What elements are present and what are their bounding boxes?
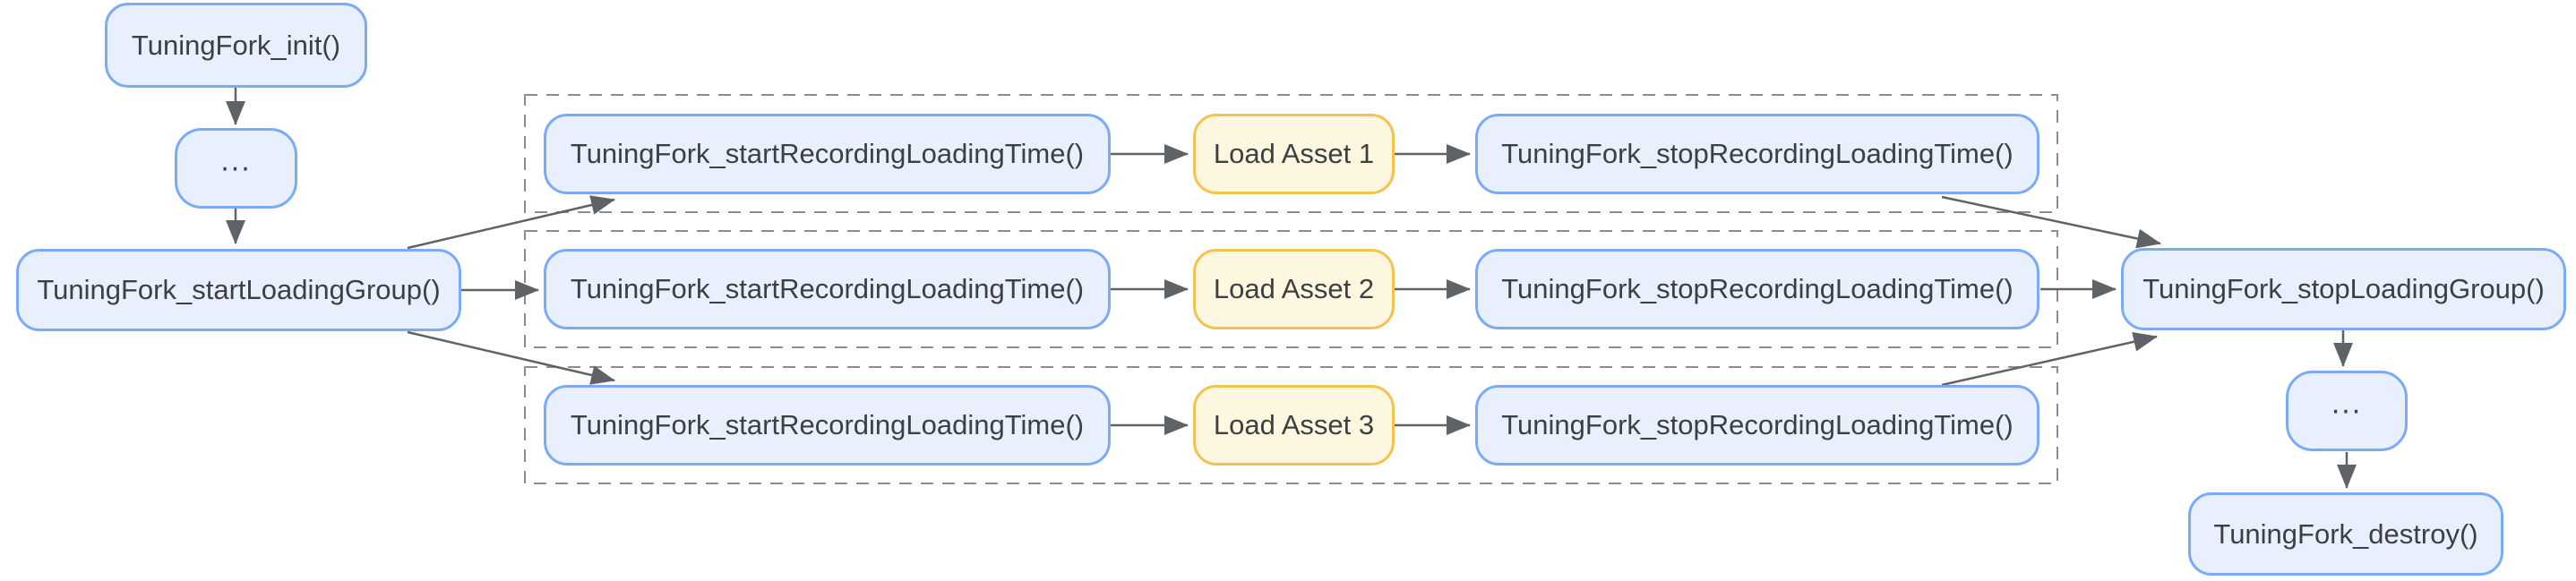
node-load-asset-2: Load Asset 2 [1193,249,1395,329]
arrow-row3-to-stop-group [1941,331,2158,387]
node-stop-loading-group-label: TuningFork_stopLoadingGroup() [2142,273,2545,304]
node-stop-recording-1-label: TuningFork_stopRecordingLoadingTime() [1501,138,2014,169]
node-start-recording-2: TuningFork_startRecordingLoadingTime() [544,249,1111,329]
arrow-start-group-to-row3 [407,330,615,385]
node-load-asset-1: Load Asset 1 [1193,114,1395,194]
node-tuningfork-destroy-label: TuningFork_destroy() [2213,517,2478,550]
arrow-start-group-to-row1 [407,195,615,250]
node-stop-recording-2: TuningFork_stopRecordingLoadingTime() [1475,249,2039,329]
node-stop-recording-2-label: TuningFork_stopRecordingLoadingTime() [1501,273,2014,304]
node-start-recording-1: TuningFork_startRecordingLoadingTime() [544,114,1111,194]
node-tuningfork-init: TuningFork_init() [105,3,367,88]
node-tuningfork-init-label: TuningFork_init() [131,29,341,61]
node-start-loading-group-label: TuningFork_startLoadingGroup() [37,274,441,305]
node-start-recording-3: TuningFork_startRecordingLoadingTime() [544,385,1111,466]
node-start-loading-group: TuningFork_startLoadingGroup() [16,249,461,331]
node-load-asset-1-label: Load Asset 1 [1213,138,1375,169]
node-ellipsis-top: ... [175,128,297,209]
node-ellipsis-top-label: ... [220,142,252,177]
node-stop-recording-1: TuningFork_stopRecordingLoadingTime() [1475,114,2039,194]
node-ellipsis-bottom-label: ... [2331,385,2363,420]
node-tuningfork-destroy: TuningFork_destroy() [2188,492,2503,576]
asset-row-boundary-3 [524,366,2058,484]
node-load-asset-3-label: Load Asset 3 [1213,409,1375,440]
node-stop-loading-group: TuningFork_stopLoadingGroup() [2121,248,2566,330]
node-start-recording-1-label: TuningFork_startRecordingLoadingTime() [570,138,1085,169]
arrow-row1-to-stop-group [1941,195,2161,249]
node-start-recording-3-label: TuningFork_startRecordingLoadingTime() [570,409,1085,440]
node-start-recording-2-label: TuningFork_startRecordingLoadingTime() [570,273,1085,304]
node-stop-recording-3: TuningFork_stopRecordingLoadingTime() [1475,385,2039,466]
asset-row-boundary-1 [524,94,2058,213]
node-ellipsis-bottom: ... [2286,371,2408,451]
node-stop-recording-3-label: TuningFork_stopRecordingLoadingTime() [1501,409,2014,440]
node-load-asset-3: Load Asset 3 [1193,385,1395,466]
node-load-asset-2-label: Load Asset 2 [1213,273,1375,304]
flow-arrows [226,88,2357,489]
